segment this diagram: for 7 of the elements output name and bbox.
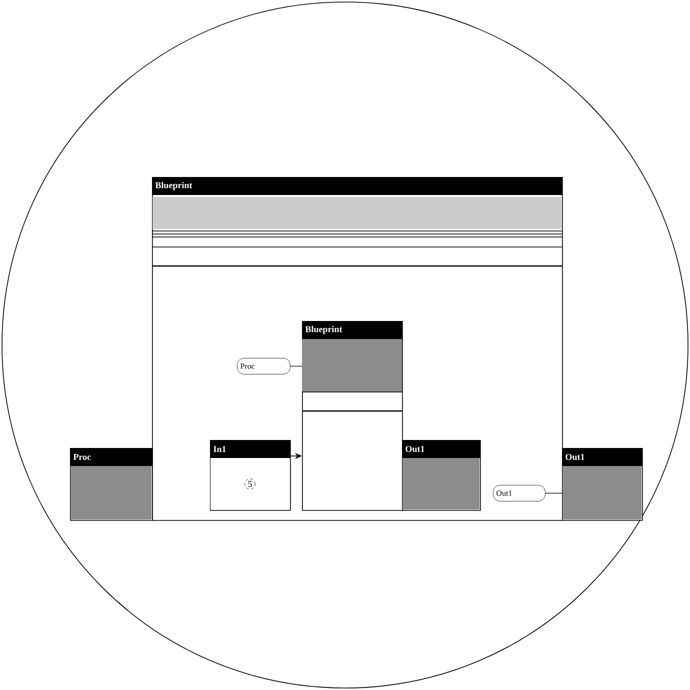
connector [545, 492, 562, 494]
name-tag: Out1 [493, 485, 546, 502]
window: Out1 [562, 448, 643, 521]
window: Out1 [402, 440, 481, 511]
window: Proc [70, 448, 153, 521]
name-tag: Proc [237, 358, 290, 374]
window: In1 5 [210, 440, 291, 511]
